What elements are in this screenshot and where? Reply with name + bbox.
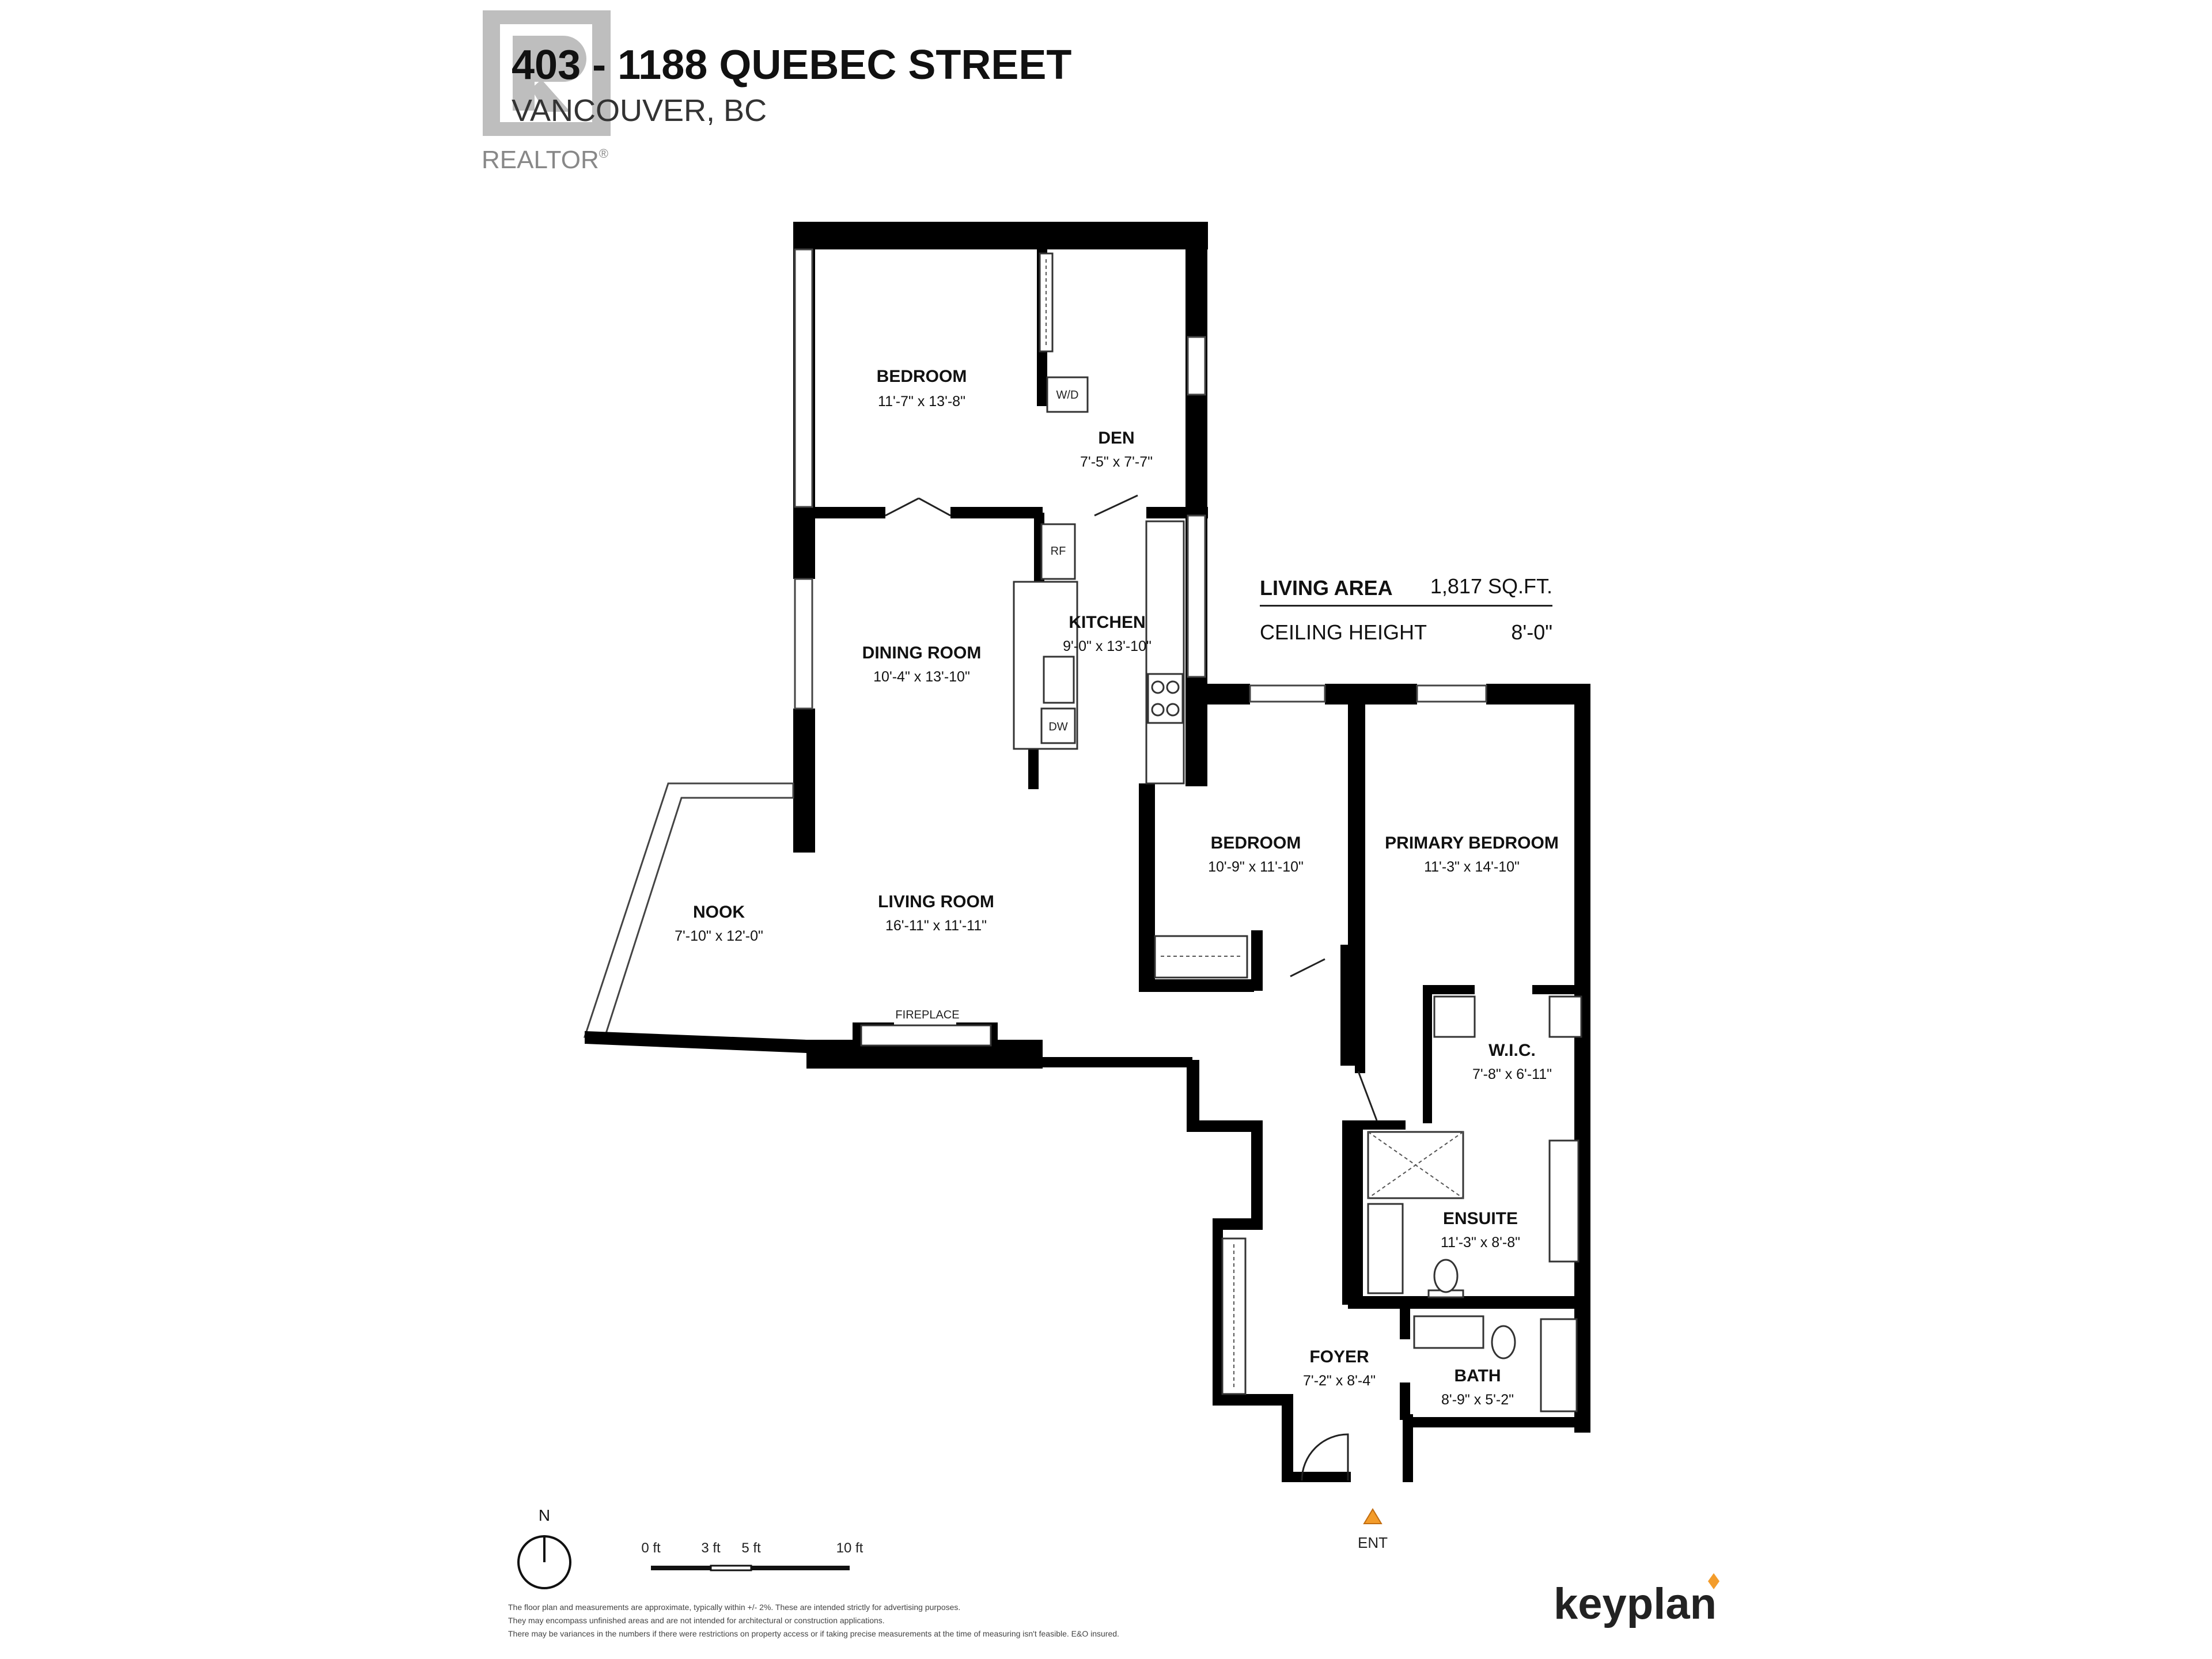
nook-windows: [583, 248, 1487, 1053]
refrigerator: [1040, 523, 1076, 580]
disclaimer: The floor plan and measurements are appr…: [508, 1603, 1119, 1638]
foyer-name: FOYER: [1309, 1347, 1369, 1366]
bath-toilet: [1491, 1325, 1516, 1359]
bedroom-double-door: [885, 497, 951, 517]
dining-room-dims: 10'-4" x 13'-10": [873, 669, 970, 685]
wd-label: W/D: [1056, 389, 1079, 402]
dw-label: DW: [1048, 721, 1067, 733]
page-title: 403 - 1188 QUEBEC STREET: [512, 42, 1071, 88]
scale-label-10: 10 ft: [836, 1540, 863, 1556]
nook-name: NOOK: [693, 903, 745, 922]
washer-dryer: [1046, 376, 1089, 413]
north-indicator: N: [517, 1506, 571, 1589]
disclaimer-line-2: They may encompass unfinished areas and …: [508, 1616, 885, 1625]
page-subtitle: VANCOUVER, BC: [512, 93, 767, 128]
primary-bedroom-dims: 11'-3" x 14'-10": [1424, 859, 1520, 875]
bedroom1-name: BEDROOM: [877, 367, 967, 386]
bedroom-window: [794, 248, 813, 508]
primary-bedroom-name: PRIMARY BEDROOM: [1385, 834, 1559, 853]
bath-tub: [1540, 1318, 1578, 1412]
living-room-dims: 16'-11" x 11'-11": [885, 918, 987, 934]
disclaimer-line-3: There may be variances in the numbers if…: [508, 1629, 1119, 1638]
sink: [1043, 656, 1075, 704]
bedroom2-door: [1290, 958, 1325, 978]
scale-label-5: 5 ft: [741, 1540, 761, 1556]
fireplace: [860, 1024, 992, 1047]
foyer-dims: 7'-2" x 8'-4": [1303, 1373, 1376, 1389]
bedroom1-dims: 11'-7" x 13'-8": [878, 393, 965, 410]
stats-divider: [1260, 605, 1552, 607]
fireplace-label: FIREPLACE: [895, 1009, 959, 1021]
realtor-logo-text: REALTOR®: [482, 146, 608, 174]
room-labels: BEDROOM 11'-7" x 13'-8" DEN 7'-5" x 7'-7…: [675, 367, 1559, 1408]
bedroom2-name: BEDROOM: [1211, 834, 1301, 853]
scale-bar: 0 ft 3 ft 5 ft 10 ft: [641, 1540, 863, 1571]
den-name: DEN: [1098, 429, 1134, 448]
disclaimer-line-1: The floor plan and measurements are appr…: [508, 1603, 960, 1612]
ensuite-toilet: [1433, 1259, 1459, 1293]
den-door: [1094, 494, 1138, 517]
primary-door: [1357, 1071, 1378, 1121]
cooktop: [1147, 673, 1184, 724]
ensuite-dims: 11'-3" x 8'-8": [1441, 1234, 1520, 1251]
ceiling-height-label: CEILING HEIGHT: [1260, 620, 1427, 644]
ensuite-tub: [1367, 1203, 1404, 1294]
north-label: N: [539, 1506, 550, 1524]
entrance-marker: ENT: [1358, 1508, 1388, 1551]
living-area-value: 1,817 SQ.FT.: [1430, 574, 1552, 598]
bedroom2-dims: 10'-9" x 11'-10": [1208, 859, 1304, 875]
keyplan-logo: keyplan: [1554, 1580, 1717, 1628]
rf-label: RF: [1051, 545, 1066, 558]
entry-door: [1301, 1433, 1349, 1481]
kitchen-dims: 9'-0" x 13'-10": [1063, 638, 1152, 654]
realtor-logo: [483, 10, 611, 136]
entrance-label: ENT: [1358, 1534, 1388, 1551]
bath-dims: 8'-9" x 5'-2": [1441, 1392, 1514, 1408]
ensuite-name: ENSUITE: [1443, 1209, 1518, 1228]
ceiling-height-value: 8'-0": [1511, 620, 1552, 644]
wic-name: W.I.C.: [1488, 1041, 1536, 1060]
ensuite-vanity: [1548, 1139, 1580, 1263]
dining-room-name: DINING ROOM: [862, 643, 982, 662]
kitchen-name: KITCHEN: [1069, 613, 1145, 632]
scale-label-3: 3 ft: [701, 1540, 721, 1556]
wic-dims: 7'-8" x 6'-11": [1472, 1066, 1552, 1082]
bath-name: BATH: [1454, 1366, 1501, 1385]
den-dims: 7'-5" x 7'-7": [1080, 454, 1153, 470]
bath-vanity: [1413, 1315, 1484, 1349]
nook-dims: 7'-10" x 12'-0": [675, 928, 763, 944]
living-area-label: LIVING AREA: [1260, 576, 1393, 600]
keyplan-logo-mark-icon: [1708, 1573, 1719, 1589]
dishwasher: [1040, 707, 1076, 744]
kitchen-counter: [1145, 520, 1185, 785]
living-room-name: LIVING ROOM: [878, 892, 994, 911]
scale-label-0: 0 ft: [641, 1540, 661, 1556]
fixtures: W/D RF DW: [860, 252, 1582, 1481]
entrance-arrow-icon: [1363, 1508, 1382, 1524]
stats-box: LIVING AREA 1,817 SQ.FT. CEILING HEIGHT …: [1260, 574, 1552, 644]
